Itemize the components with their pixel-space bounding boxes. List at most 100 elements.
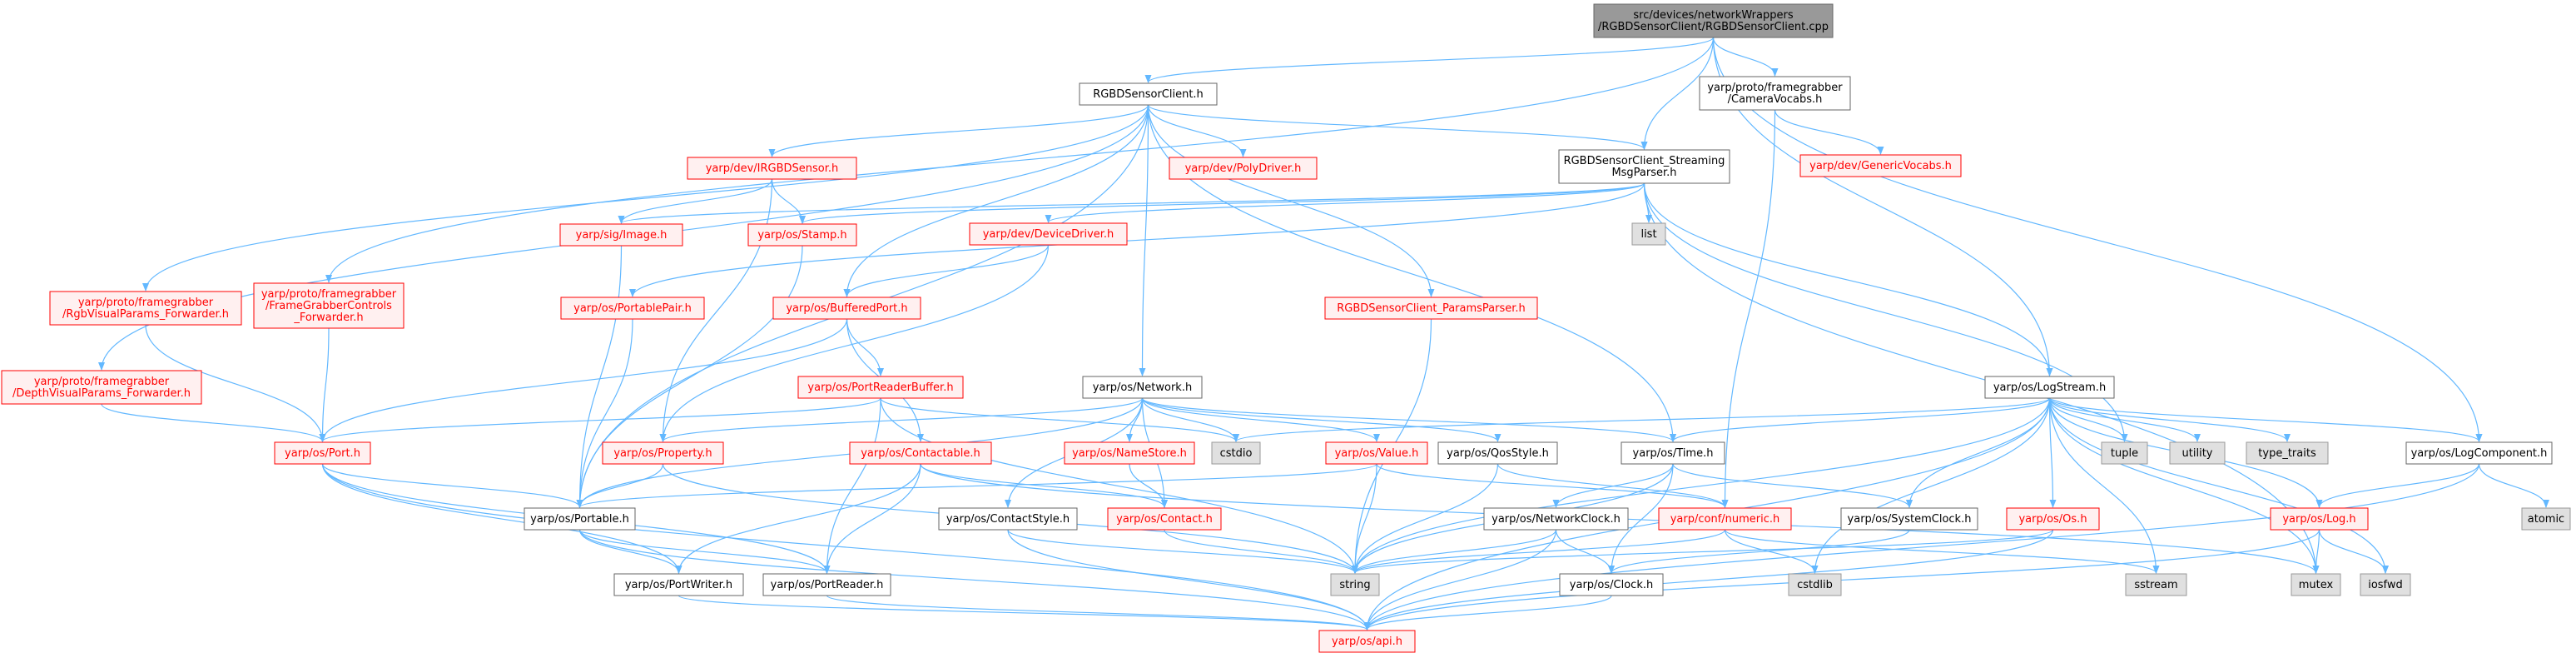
node-box	[1107, 507, 1222, 531]
edge-value-to-string	[1352, 463, 1377, 574]
node-clock[interactable]: yarp/os/Clock.h	[1559, 573, 1664, 596]
node-qosstyle[interactable]: yarp/os/QosStyle.h	[1437, 441, 1558, 465]
node-os[interactable]: yarp/os/Os.h	[2006, 507, 2100, 531]
edge-irgbd-to-image	[618, 178, 773, 224]
node-box	[1325, 441, 1428, 465]
node-label: RGBDSensorClient_Streaming	[1564, 155, 1725, 167]
node-contactstyle[interactable]: yarp/os/ContactStyle.h	[938, 507, 1078, 531]
node-sysclock[interactable]: yarp/os/SystemClock.h	[1840, 507, 1978, 531]
node-box	[524, 507, 636, 531]
node-stamp[interactable]: yarp/os/Stamp.h	[747, 223, 857, 247]
edge-logstream-to-cstdlib	[1811, 397, 2051, 574]
node-namestore[interactable]: yarp/os/NameStore.h	[1064, 441, 1195, 465]
node-root[interactable]: src/devices/networkWrappers/RGBDSensorCl…	[1593, 3, 1834, 38]
node-label: yarp/proto/framegrabber	[78, 297, 214, 309]
node-box	[1658, 507, 1792, 531]
node-label: yarp/os/Portable.h	[530, 513, 629, 526]
node-label: yarp/conf/numeric.h	[1670, 513, 1780, 526]
node-logstream[interactable]: yarp/os/LogStream.h	[1984, 376, 2115, 399]
edge-root-to-fgctrl	[325, 37, 1715, 283]
node-rgbdh[interactable]: RGBDSensorClient.h	[1079, 82, 1218, 106]
node-rgbvis[interactable]: yarp/proto/framegrabber/RgbVisualParams_…	[49, 291, 242, 326]
node-api[interactable]: yarp/os/api.h	[1318, 630, 1416, 653]
node-label: yarp/proto/framegrabber	[261, 288, 397, 301]
edge-network-to-qosstyle	[1141, 397, 1501, 442]
node-portwriter[interactable]: yarp/os/PortWriter.h	[613, 573, 744, 596]
node-depthvis[interactable]: yarp/proto/framegrabber/DepthVisualParam…	[1, 370, 202, 405]
node-portreader[interactable]: yarp/os/PortReader.h	[762, 573, 891, 596]
node-box	[1, 370, 202, 405]
edge-sysclock-to-clock	[1608, 529, 1910, 574]
node-box	[762, 573, 891, 596]
node-box	[2246, 441, 2329, 465]
edge-logstream-to-time	[1670, 397, 2051, 442]
edge-logcomp-to-api	[1363, 463, 2480, 631]
edge-camvocab-to-genvocab	[1774, 109, 1884, 155]
node-box	[559, 223, 683, 247]
node-numeric[interactable]: yarp/conf/numeric.h	[1658, 507, 1792, 531]
edge-logstream-to-utility	[2048, 397, 2201, 442]
edge-numeric-to-string	[1352, 529, 1726, 574]
node-box	[253, 282, 405, 329]
edge-streamparser-to-devdriver	[1045, 182, 1645, 223]
node-label: tuple	[2111, 447, 2138, 460]
node-polydriver[interactable]: yarp/dev/PolyDriver.h	[1169, 157, 1318, 180]
node-label: yarp/proto/framegrabber	[1707, 82, 1843, 94]
node-box	[1169, 157, 1318, 180]
edge-portreader-to-api	[826, 595, 1371, 631]
node-box	[747, 223, 857, 247]
node-label: yarp/os/NameStore.h	[1072, 447, 1187, 460]
edge-root-to-rgbdh	[1144, 37, 1715, 83]
edge-portable-to-api	[578, 529, 1371, 631]
node-contact[interactable]: yarp/os/Contact.h	[1107, 507, 1222, 531]
edge-logcomp-to-atomic	[2478, 463, 2549, 508]
edge-portable-to-portreader	[578, 529, 831, 574]
node-box	[1788, 573, 1842, 596]
node-paramsparser[interactable]: RGBDSensorClient_ParamsParser.h	[1324, 297, 1538, 320]
node-box	[2270, 507, 2369, 531]
edge-streamparser-to-mutex	[1643, 182, 2320, 574]
node-devdriver[interactable]: yarp/dev/DeviceDriver.h	[969, 222, 1128, 246]
node-contactable[interactable]: yarp/os/Contactable.h	[849, 441, 992, 465]
node-port[interactable]: yarp/os/Port.h	[274, 441, 371, 465]
node-label: yarp/os/Value.h	[1335, 447, 1419, 460]
edge-irgbd-to-stamp	[771, 178, 806, 224]
edge-image-to-portable	[576, 245, 623, 508]
edge-root-to-streamparser	[1640, 37, 1715, 150]
edge-root-to-camvocab	[1712, 37, 1779, 77]
node-value[interactable]: yarp/os/Value.h	[1325, 441, 1428, 465]
node-logcomp[interactable]: yarp/os/LogComponent.h	[2405, 441, 2553, 465]
edge-rgbdh-to-network	[1139, 104, 1149, 376]
edge-log-to-api	[1363, 529, 2320, 631]
node-network[interactable]: yarp/os/Network.h	[1082, 376, 1203, 399]
node-label: yarp/proto/framegrabber	[34, 376, 170, 388]
node-label: yarp/os/Port.h	[285, 447, 360, 460]
node-portablepair[interactable]: yarp/os/PortablePair.h	[560, 297, 705, 320]
node-log[interactable]: yarp/os/Log.h	[2270, 507, 2369, 531]
node-label: yarp/os/ContactStyle.h	[946, 513, 1070, 526]
edge-clock-to-api	[1363, 595, 1612, 631]
node-label: yarp/sig/Image.h	[576, 229, 668, 242]
node-irgbd[interactable]: yarp/dev/IRGBDSensor.h	[687, 157, 857, 180]
node-time[interactable]: yarp/os/Time.h	[1621, 441, 1725, 465]
node-genvocab[interactable]: yarp/dev/GenericVocabs.h	[1799, 154, 1962, 177]
edge-logstream-to-tuple	[2048, 397, 2128, 442]
node-property[interactable]: yarp/os/Property.h	[602, 441, 724, 465]
node-label: yarp/os/Contact.h	[1116, 513, 1213, 526]
node-portable[interactable]: yarp/os/Portable.h	[524, 507, 636, 531]
node-netclock[interactable]: yarp/os/NetworkClock.h	[1483, 507, 1629, 531]
node-typetraits: type_traits	[2246, 441, 2329, 465]
node-sstream: sstream	[2125, 573, 2187, 596]
node-label: yarp/dev/IRGBDSensor.h	[706, 162, 839, 175]
node-label: yarp/os/PortablePair.h	[573, 302, 692, 315]
edge-contactable-to-portreader	[823, 463, 921, 574]
node-bufport[interactable]: yarp/os/BufferedPort.h	[772, 297, 921, 320]
node-label: /DepthVisualParams_Forwarder.h	[12, 387, 191, 400]
node-camvocab[interactable]: yarp/proto/framegrabber/CameraVocabs.h	[1699, 76, 1851, 111]
node-fgctrl[interactable]: yarp/proto/framegrabber/FrameGrabberCont…	[253, 282, 405, 329]
node-image[interactable]: yarp/sig/Image.h	[559, 223, 683, 247]
node-portreaderbuf[interactable]: yarp/os/PortReaderBuffer.h	[797, 376, 964, 399]
edge-property-to-portable	[576, 463, 664, 508]
node-label: yarp/os/QosStyle.h	[1447, 447, 1549, 460]
